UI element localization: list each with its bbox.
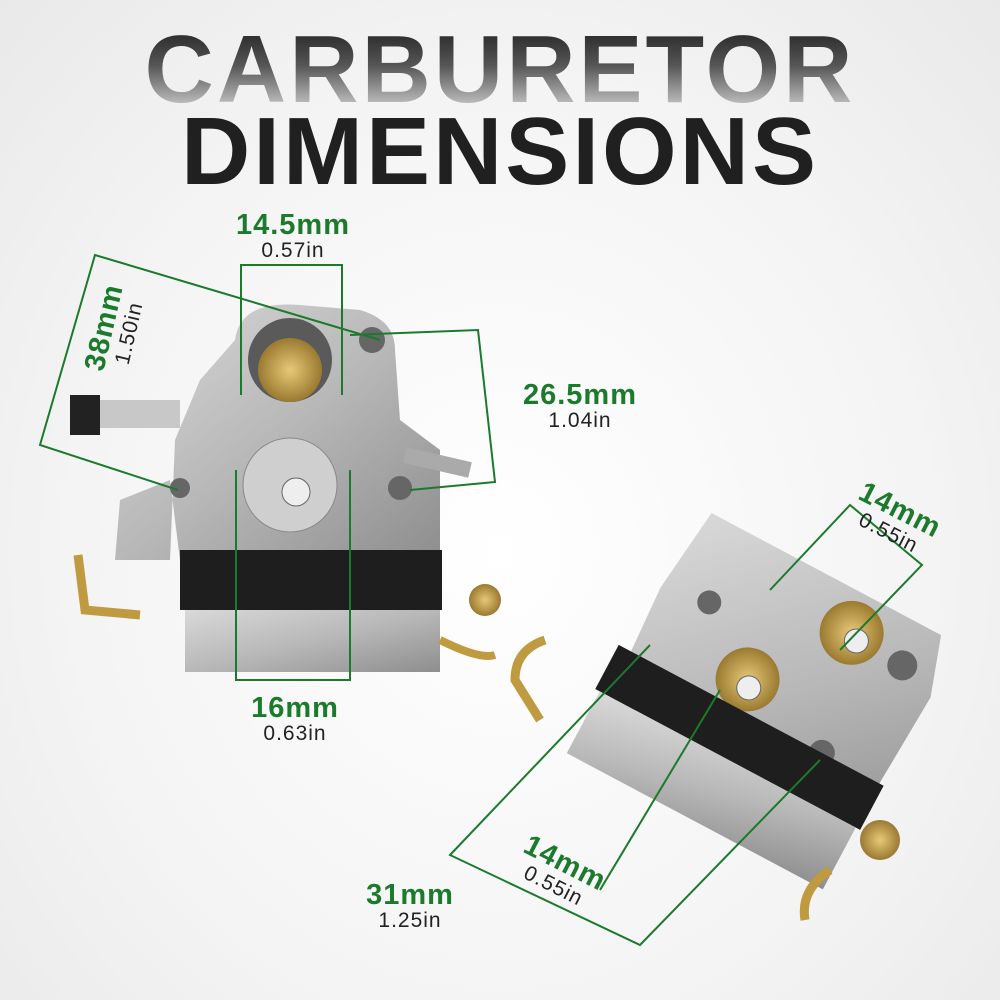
dim-mm: 14.5mm	[235, 209, 350, 241]
dim-16mm: 16mm 0.63in	[195, 692, 395, 745]
dim-26-5mm: 26.5mm 1.04in	[480, 379, 680, 432]
left-carburetor	[70, 304, 501, 672]
dim-in: 0.57in	[261, 239, 325, 262]
title-line-1: CARBURETOR	[0, 22, 1000, 118]
dim-in: 1.04in	[548, 409, 612, 432]
dim-31mm: 31mm 1.25in	[340, 879, 480, 932]
right-carburetor	[566, 513, 942, 890]
title-line-2: DIMENSIONS	[180, 98, 820, 205]
dim-mm: 16mm	[251, 692, 339, 724]
dim-mm: 31mm	[366, 879, 454, 911]
dim-14-5mm: 14.5mm 0.57in	[193, 209, 393, 262]
dimension-lines	[38, 253, 924, 947]
dim-in: 0.63in	[263, 722, 327, 745]
dim-mm: 26.5mm	[522, 379, 637, 411]
dim-in: 1.25in	[378, 909, 442, 932]
